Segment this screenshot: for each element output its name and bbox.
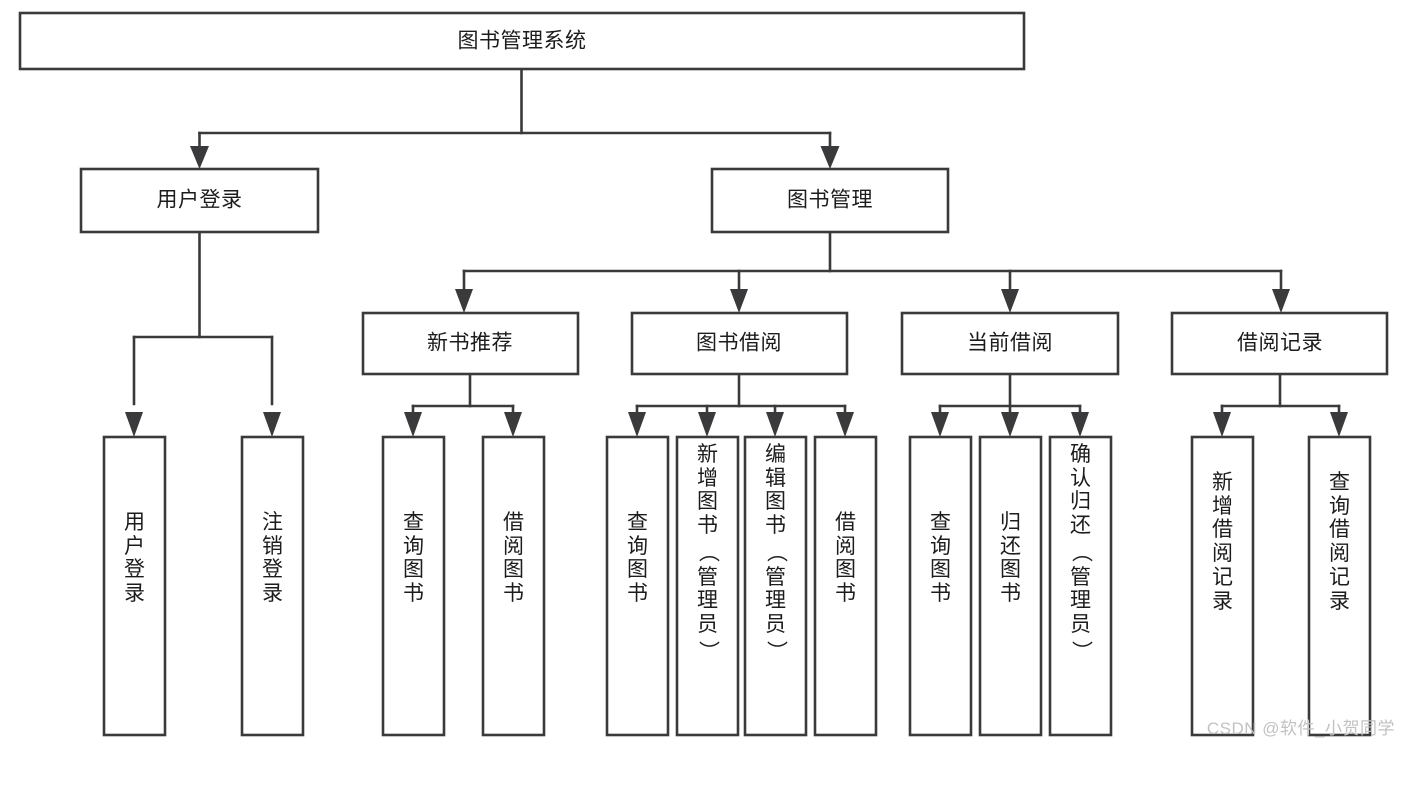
arrow-to-current-borrow xyxy=(1001,289,1019,313)
arrow-to-new-book xyxy=(455,289,473,313)
arrow-leaf-cb-confirm xyxy=(1071,412,1089,437)
arrow-leaf-nb-query xyxy=(404,412,422,437)
arrow-to-book-borrow xyxy=(730,289,748,313)
node-group xyxy=(18,11,1389,737)
label-new-book-recommend: 新书推荐 xyxy=(427,332,513,355)
arrow-leaf-br-query xyxy=(1330,412,1348,437)
label-book-manage: 图书管理 xyxy=(787,189,873,212)
node-book-manage[interactable] xyxy=(710,167,950,234)
leaf-box-nb-query-book[interactable] xyxy=(381,435,446,737)
node-book-borrow[interactable] xyxy=(630,311,849,376)
arrow-leaf-bb-query xyxy=(628,412,646,437)
arrow-leaf-user-login xyxy=(125,412,143,437)
connector-group xyxy=(125,67,1348,437)
node-new-book-recommend[interactable] xyxy=(361,311,580,376)
arrow-to-borrow-record xyxy=(1272,289,1290,313)
leaf-box-bb-edit-book[interactable] xyxy=(743,435,808,737)
leaf-box-cb-return-book[interactable] xyxy=(978,435,1043,737)
label-root: 图书管理系统 xyxy=(458,30,587,53)
arrow-leaf-logout xyxy=(263,412,281,437)
leaf-box-cb-confirm-return[interactable] xyxy=(1048,435,1113,737)
arrow-leaf-cb-query xyxy=(931,412,949,437)
watermark: CSDN @软件_小贺同学 xyxy=(1206,719,1395,738)
horizontal-label-group: 图书管理系统 用户登录 图书管理 新书推荐 图书借阅 当前借阅 借阅记录 xyxy=(157,30,1323,355)
leaf-box-bb-query-book[interactable] xyxy=(605,435,670,737)
leaf-box-logout[interactable] xyxy=(240,435,305,737)
leaf-box-nb-borrow-book[interactable] xyxy=(481,435,546,737)
label-book-borrow: 图书借阅 xyxy=(696,332,782,355)
arrow-leaf-br-add xyxy=(1213,412,1231,437)
arrow-leaf-cb-return xyxy=(1001,412,1019,437)
node-current-borrow[interactable] xyxy=(900,311,1120,376)
arrow-leaf-bb-borrow xyxy=(836,412,854,437)
leaf-box-cb-query-book[interactable] xyxy=(908,435,973,737)
node-borrow-record[interactable] xyxy=(1170,311,1389,376)
label-user-login: 用户登录 xyxy=(157,189,243,212)
label-current-borrow: 当前借阅 xyxy=(967,332,1053,355)
leaf-box-br-add-record[interactable] xyxy=(1190,435,1255,737)
arrow-leaf-nb-borrow xyxy=(504,412,522,437)
diagram-svg: 图书管理系统 用户登录 图书管理 新书推荐 图书借阅 当前借阅 借阅记录 xyxy=(18,11,1389,737)
arrow-leaf-bb-edit xyxy=(766,412,784,437)
node-root[interactable] xyxy=(18,11,1026,71)
arrow-to-user-login xyxy=(190,146,209,169)
label-borrow-record: 借阅记录 xyxy=(1237,332,1323,355)
node-user-login[interactable] xyxy=(79,167,320,234)
leaf-box-bb-borrow-book[interactable] xyxy=(813,435,878,737)
leaf-box-bb-add-book[interactable] xyxy=(675,435,740,737)
arrow-leaf-bb-add xyxy=(698,412,716,437)
leaf-box-br-query-record[interactable] xyxy=(1307,435,1372,737)
leaf-box-user-login[interactable] xyxy=(102,435,167,737)
diagram-canvas: 图书管理系统 用户登录 图书管理 新书推荐 图书借阅 当前借阅 借阅记录 用户登… xyxy=(18,11,1395,738)
arrow-to-book-manage xyxy=(820,146,840,169)
